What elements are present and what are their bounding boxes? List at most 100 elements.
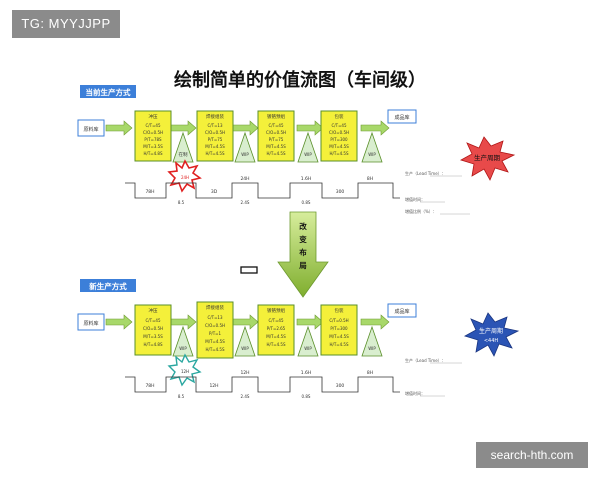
future-raw-material-label: 原料库 — [83, 320, 98, 327]
timeline-value: 78H — [145, 189, 154, 195]
current-state-label: 当前生产方式 — [86, 87, 131, 97]
process-metric: H/T=4.8S — [143, 151, 163, 156]
push-arrow — [105, 314, 133, 330]
process-name: 镀铬预组 — [267, 307, 285, 314]
lead-time-label: 生产周期 — [479, 327, 503, 335]
current-raw-material-box — [77, 119, 105, 137]
diagram-title: 绘制简单的价值流图（车间级） — [174, 70, 426, 91]
process-box — [196, 110, 234, 162]
arrow-text: 布 — [299, 247, 307, 257]
future-finished-goods-box — [387, 303, 417, 318]
future-state-label: 新生产方式 — [89, 281, 127, 291]
process-metric: H/T=4.5S — [329, 151, 349, 156]
process-metric: H/T=4.5S — [266, 342, 286, 347]
process-metric: M/T=3.5S — [143, 144, 163, 149]
wip-triangle — [361, 131, 383, 163]
current-push-arrows — [105, 120, 390, 136]
watermark: search-hth.com — [476, 442, 588, 468]
process-metric: C/O=0.5H — [143, 326, 163, 331]
process-metric: P/T=300 — [330, 137, 348, 142]
lead-time-value: <44H — [484, 338, 499, 344]
current-timeline — [125, 182, 400, 199]
wip-label: WIP — [368, 152, 376, 157]
timeline-value: 300 — [336, 189, 345, 195]
push-arrow — [360, 120, 390, 136]
process-metric: H/T=4.8S — [143, 342, 163, 347]
timeline-value: 24H — [240, 176, 249, 182]
future-finished-goods-label: 成品库 — [394, 308, 409, 315]
timeline-value: 8.5 — [178, 394, 185, 399]
process-box — [134, 110, 172, 162]
process-metric: M/T=4.5S — [329, 334, 349, 339]
process-metric: C/O=0.5H — [205, 323, 225, 328]
wip-label: WIP — [179, 346, 187, 351]
process-metric: M/T=3.5S — [143, 334, 163, 339]
wip-label: WIP — [304, 152, 312, 157]
current-station-2: 焊接组装 C/T=13 C/O=0.5H P/T=75 M/T=4.5S H/T… — [196, 110, 234, 162]
process-metric: H/T=4.5S — [266, 151, 286, 156]
wip-triangle — [361, 325, 383, 357]
process-metric: P/T=300 — [330, 326, 348, 331]
future-state: 新生产方式 原料库 冲压 C/T=45 C/O=0.5H M/T=3.5S H/… — [77, 279, 520, 399]
arrow-text: 局 — [298, 261, 307, 270]
process-name: 焊接组装 — [206, 304, 224, 311]
timeline-value: 3D — [211, 189, 218, 195]
timeline-value: 0.8S — [302, 200, 311, 205]
wip-triangle — [172, 325, 194, 357]
process-metric: C/T=45 — [145, 318, 160, 323]
lead-time-label: 生产周期 — [474, 153, 501, 162]
summary-note: 增值时间： — [405, 390, 425, 396]
push-arrow — [296, 314, 324, 330]
kaizen-burst-label: 12H — [181, 369, 189, 374]
timeline-value: 8H — [367, 370, 373, 376]
timeline-value: 2.4S — [241, 200, 250, 205]
kaizen-burst-icon — [167, 159, 202, 193]
process-name: 冲压 — [149, 113, 158, 120]
process-box — [196, 301, 234, 359]
current-state: 当前生产方式 原料库 冲压 C/T=45 C/O=0.5H P/T=78S M/… — [77, 85, 516, 215]
process-metric: H/T=4.5S — [329, 342, 349, 347]
arrow-text: 变 — [299, 234, 307, 244]
current-station-3: 镀铬预组 C/T=45 C/O=0.5H P/T=75 M/T=4.5S H/T… — [257, 110, 295, 162]
process-name: 包装 — [335, 113, 344, 120]
wip-label: WIP — [368, 346, 376, 351]
process-metric: M/T=4.5S — [205, 339, 225, 344]
push-arrow — [105, 120, 133, 136]
process-name: 冲压 — [149, 307, 158, 314]
process-metric: C/T=45 — [145, 123, 160, 128]
timeline-value: 300 — [336, 383, 345, 389]
process-name: 焊接组装 — [206, 113, 224, 120]
timeline-value: 12H — [240, 370, 249, 376]
process-box — [320, 110, 358, 162]
kaizen-burst-label: 24H — [181, 175, 189, 180]
process-metric: C/T=13 — [207, 315, 222, 320]
kaizen-burst-icon — [167, 353, 202, 387]
current-wip-triangles: 在制 WIP WIP WIP — [172, 131, 383, 163]
process-metric: M/T=4.5S — [329, 144, 349, 149]
process-metric: H/T=4.5S — [205, 151, 225, 156]
summary-note: 生产（Lead Time）： — [405, 170, 446, 176]
process-box — [320, 304, 358, 356]
push-arrow — [296, 120, 324, 136]
process-name: 镀铬预组 — [267, 113, 285, 120]
future-station-4: 包装 C/T=0.5H P/T=300 M/T=4.5S H/T=4.5S — [320, 304, 358, 356]
process-metric: C/O=0.5H — [143, 130, 163, 135]
change-layout-arrow: 改 变 布 局 — [277, 211, 329, 298]
future-station-1: 冲压 C/T=45 C/O=0.5H M/T=3.5S H/T=4.8S — [134, 304, 172, 356]
summary-note: 增值比例（%）： — [405, 208, 437, 214]
wip-label: WIP — [241, 346, 249, 351]
wip-triangle — [172, 131, 194, 163]
future-station-2: 焊接组装 C/T=13 C/O=0.5H P/T=1 M/T=4.5S H/T=… — [196, 301, 234, 359]
future-state-label-box — [80, 279, 136, 292]
process-metric: P/T=75 — [269, 137, 284, 142]
timeline-value: 1.6H — [301, 176, 312, 182]
timeline-value: 1.6H — [301, 370, 312, 376]
future-raw-material-box — [77, 313, 105, 331]
process-metric: P/T=75 — [208, 137, 223, 142]
process-metric: H/T=4.5S — [205, 347, 225, 352]
placeholder-glyph — [240, 266, 258, 274]
lead-time-star-icon — [459, 136, 516, 181]
process-metric: C/T=13 — [207, 123, 222, 128]
down-arrow-icon — [277, 211, 329, 298]
